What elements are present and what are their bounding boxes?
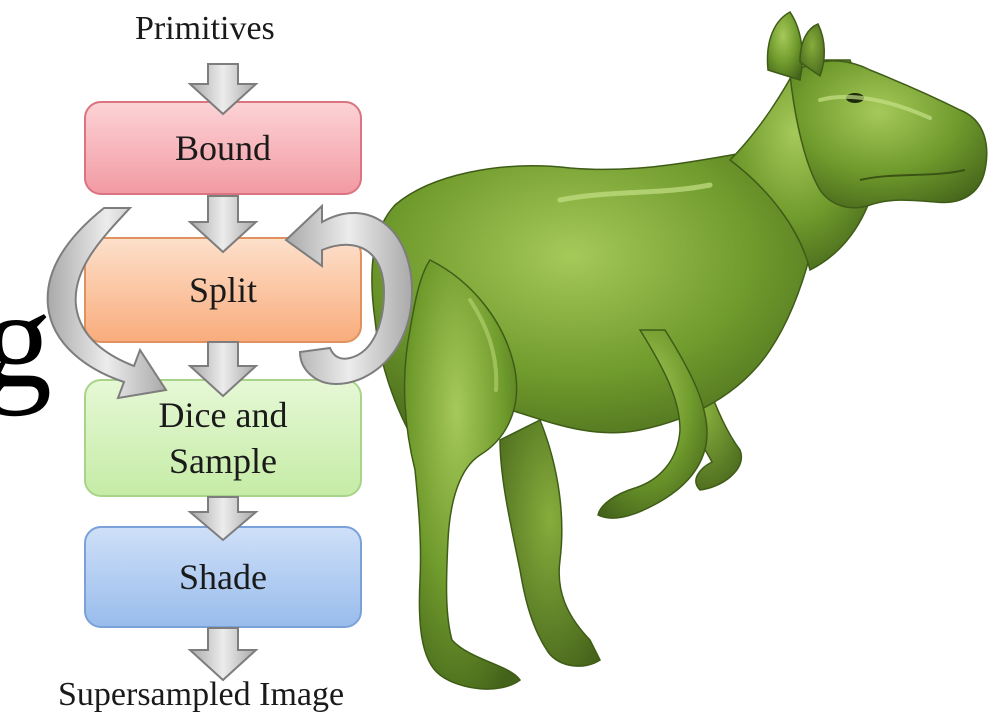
stage-box-bound bbox=[85, 102, 361, 194]
creature-far-hind-leg bbox=[500, 420, 600, 666]
stage-box-shade bbox=[85, 527, 361, 627]
creature-illustration bbox=[372, 12, 987, 689]
creature-head bbox=[790, 61, 987, 208]
arrow-down-icon bbox=[190, 628, 256, 680]
creature-ear-left bbox=[767, 12, 802, 80]
